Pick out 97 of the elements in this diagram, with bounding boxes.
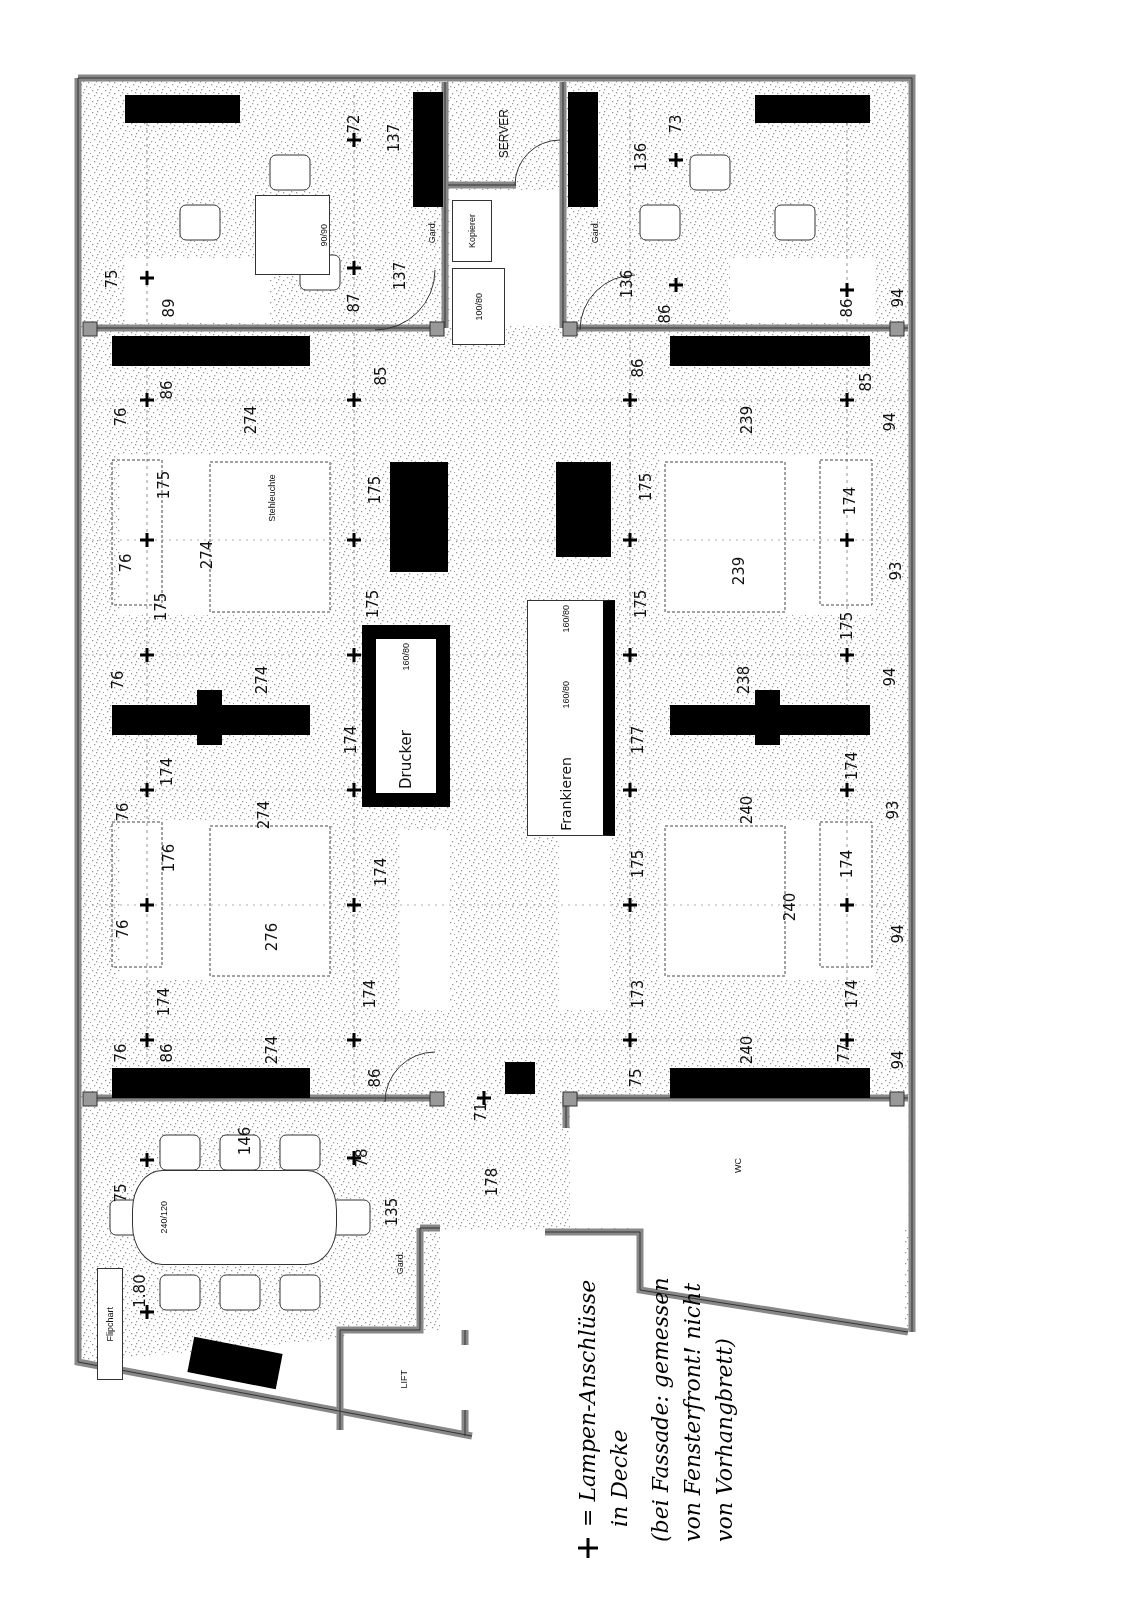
measurement-label: 93	[885, 800, 901, 820]
measurement-label: 75	[628, 1068, 644, 1088]
measurement-label: 240	[739, 795, 755, 825]
handwritten-label: Frankieren	[557, 757, 574, 831]
franking-label: 160/80	[560, 681, 571, 709]
measurement-label: 175	[633, 589, 649, 619]
furniture-label: Gard.	[590, 220, 600, 244]
conference-table	[132, 1170, 337, 1265]
measurement-label: 89	[161, 298, 177, 318]
measurement-label: 94	[890, 288, 906, 308]
measurement-label: 85	[373, 366, 389, 386]
measurement-label: 176	[161, 843, 177, 873]
measurement-label: 76	[110, 670, 126, 690]
measurement-label: 174	[159, 757, 175, 787]
measurement-label: 174	[844, 979, 860, 1009]
franking-label: 160/80	[560, 605, 571, 633]
measurement-label: 174	[343, 725, 359, 755]
measurement-label: 274	[264, 1035, 280, 1065]
measurement-label: 85	[858, 372, 874, 392]
measurement-label: 175	[839, 611, 855, 641]
measurement-label: 86	[657, 304, 673, 324]
measurement-label: 94	[890, 924, 906, 944]
desk-size-label: 90/90	[319, 223, 329, 247]
measurement-label: 137	[386, 123, 402, 153]
measurement-label: 175	[156, 470, 172, 500]
measurement-label: 136	[633, 142, 649, 172]
measurement-label: 174	[362, 979, 378, 1009]
room-label: WC	[732, 1157, 743, 1173]
measurement-label: 136	[619, 269, 635, 299]
table-size-label: 240/120	[159, 1201, 169, 1234]
flipchart-label: Flipchart	[105, 1306, 115, 1342]
office-desk	[255, 195, 330, 275]
measurement-label: 240	[739, 1035, 755, 1065]
measurement-label: 276	[264, 922, 280, 952]
measurement-label: 175	[638, 472, 654, 502]
copier-label: Kopierer	[467, 214, 477, 248]
measurement-label: 239	[731, 556, 747, 586]
measurement-label: 175	[630, 849, 646, 879]
furniture-label: Gard.	[427, 220, 437, 244]
handwritten-note: (bei Fassade: gemessen von Fensterfront! nicht von Vorhangbrett)	[647, 1276, 738, 1542]
measurement-label: 174	[839, 849, 855, 879]
measurement-label: 76	[115, 802, 131, 822]
measurement-label: 178	[484, 1167, 500, 1197]
measurement-label: 75	[104, 269, 120, 289]
measurement-label: 174	[844, 751, 860, 781]
measurement-label: 274	[199, 540, 215, 570]
measurement-label: 177	[630, 725, 646, 755]
measurement-label: 174	[156, 987, 172, 1017]
measurement-label: 76	[113, 407, 129, 427]
furniture-label: Stehleuchte	[267, 474, 277, 522]
measurement-label: 87	[346, 293, 362, 313]
copier	[452, 200, 492, 262]
measurement-label: 173	[630, 979, 646, 1009]
measurement-label: 78	[354, 1148, 370, 1168]
franking-table	[527, 600, 615, 836]
flipchart	[97, 1268, 123, 1380]
measurement-label: 137	[392, 261, 408, 291]
measurement-label: 1.80	[132, 1274, 148, 1308]
measurement-label: 86	[159, 1043, 175, 1063]
measurement-label: 86	[630, 358, 646, 378]
measurement-label: 175	[153, 592, 169, 622]
measurement-label: 73	[668, 114, 684, 134]
measurement-label: 93	[888, 561, 904, 581]
table-size-label: 100/80	[473, 292, 484, 321]
measurement-label: 76	[118, 553, 134, 573]
measurement-label: 76	[115, 919, 131, 939]
measurement-label: 174	[373, 857, 389, 887]
measurement-label: 77	[836, 1043, 852, 1063]
measurement-label: 86	[839, 298, 855, 318]
measurement-label: 240	[782, 892, 798, 922]
handwritten-label: Drucker	[397, 729, 415, 789]
measurement-label: 175	[365, 589, 381, 619]
measurement-label: 76	[113, 1043, 129, 1063]
furniture-label: Gard.	[395, 1251, 405, 1275]
measurement-label: 238	[736, 665, 752, 695]
measurement-label: 146	[237, 1126, 253, 1156]
measurement-label: 239	[739, 405, 755, 435]
measurement-label: 174	[842, 486, 858, 516]
measurement-label: 86	[367, 1068, 383, 1088]
measurement-label: 86	[159, 380, 175, 400]
legend-text: = Lampen-Anschlüsse in Decke	[574, 1278, 633, 1527]
room-label: LIFT	[399, 1369, 409, 1389]
measurement-label: 274	[254, 665, 270, 695]
measurement-label: 274	[256, 800, 272, 830]
printer-label: 160/80	[401, 643, 411, 671]
measurement-label: 71	[473, 1102, 489, 1122]
measurement-label: 72	[346, 114, 362, 134]
measurement-label: 135	[384, 1197, 400, 1227]
measurement-label: 274	[243, 405, 259, 435]
measurement-label: 94	[882, 412, 898, 432]
room-label: SERVER	[497, 109, 511, 159]
printer-table	[362, 625, 450, 807]
measurement-label: 75	[113, 1183, 129, 1203]
side-table	[452, 268, 505, 345]
measurement-label: 94	[890, 1050, 906, 1070]
measurement-label: 175	[367, 475, 383, 505]
measurement-label: 94	[882, 667, 898, 687]
